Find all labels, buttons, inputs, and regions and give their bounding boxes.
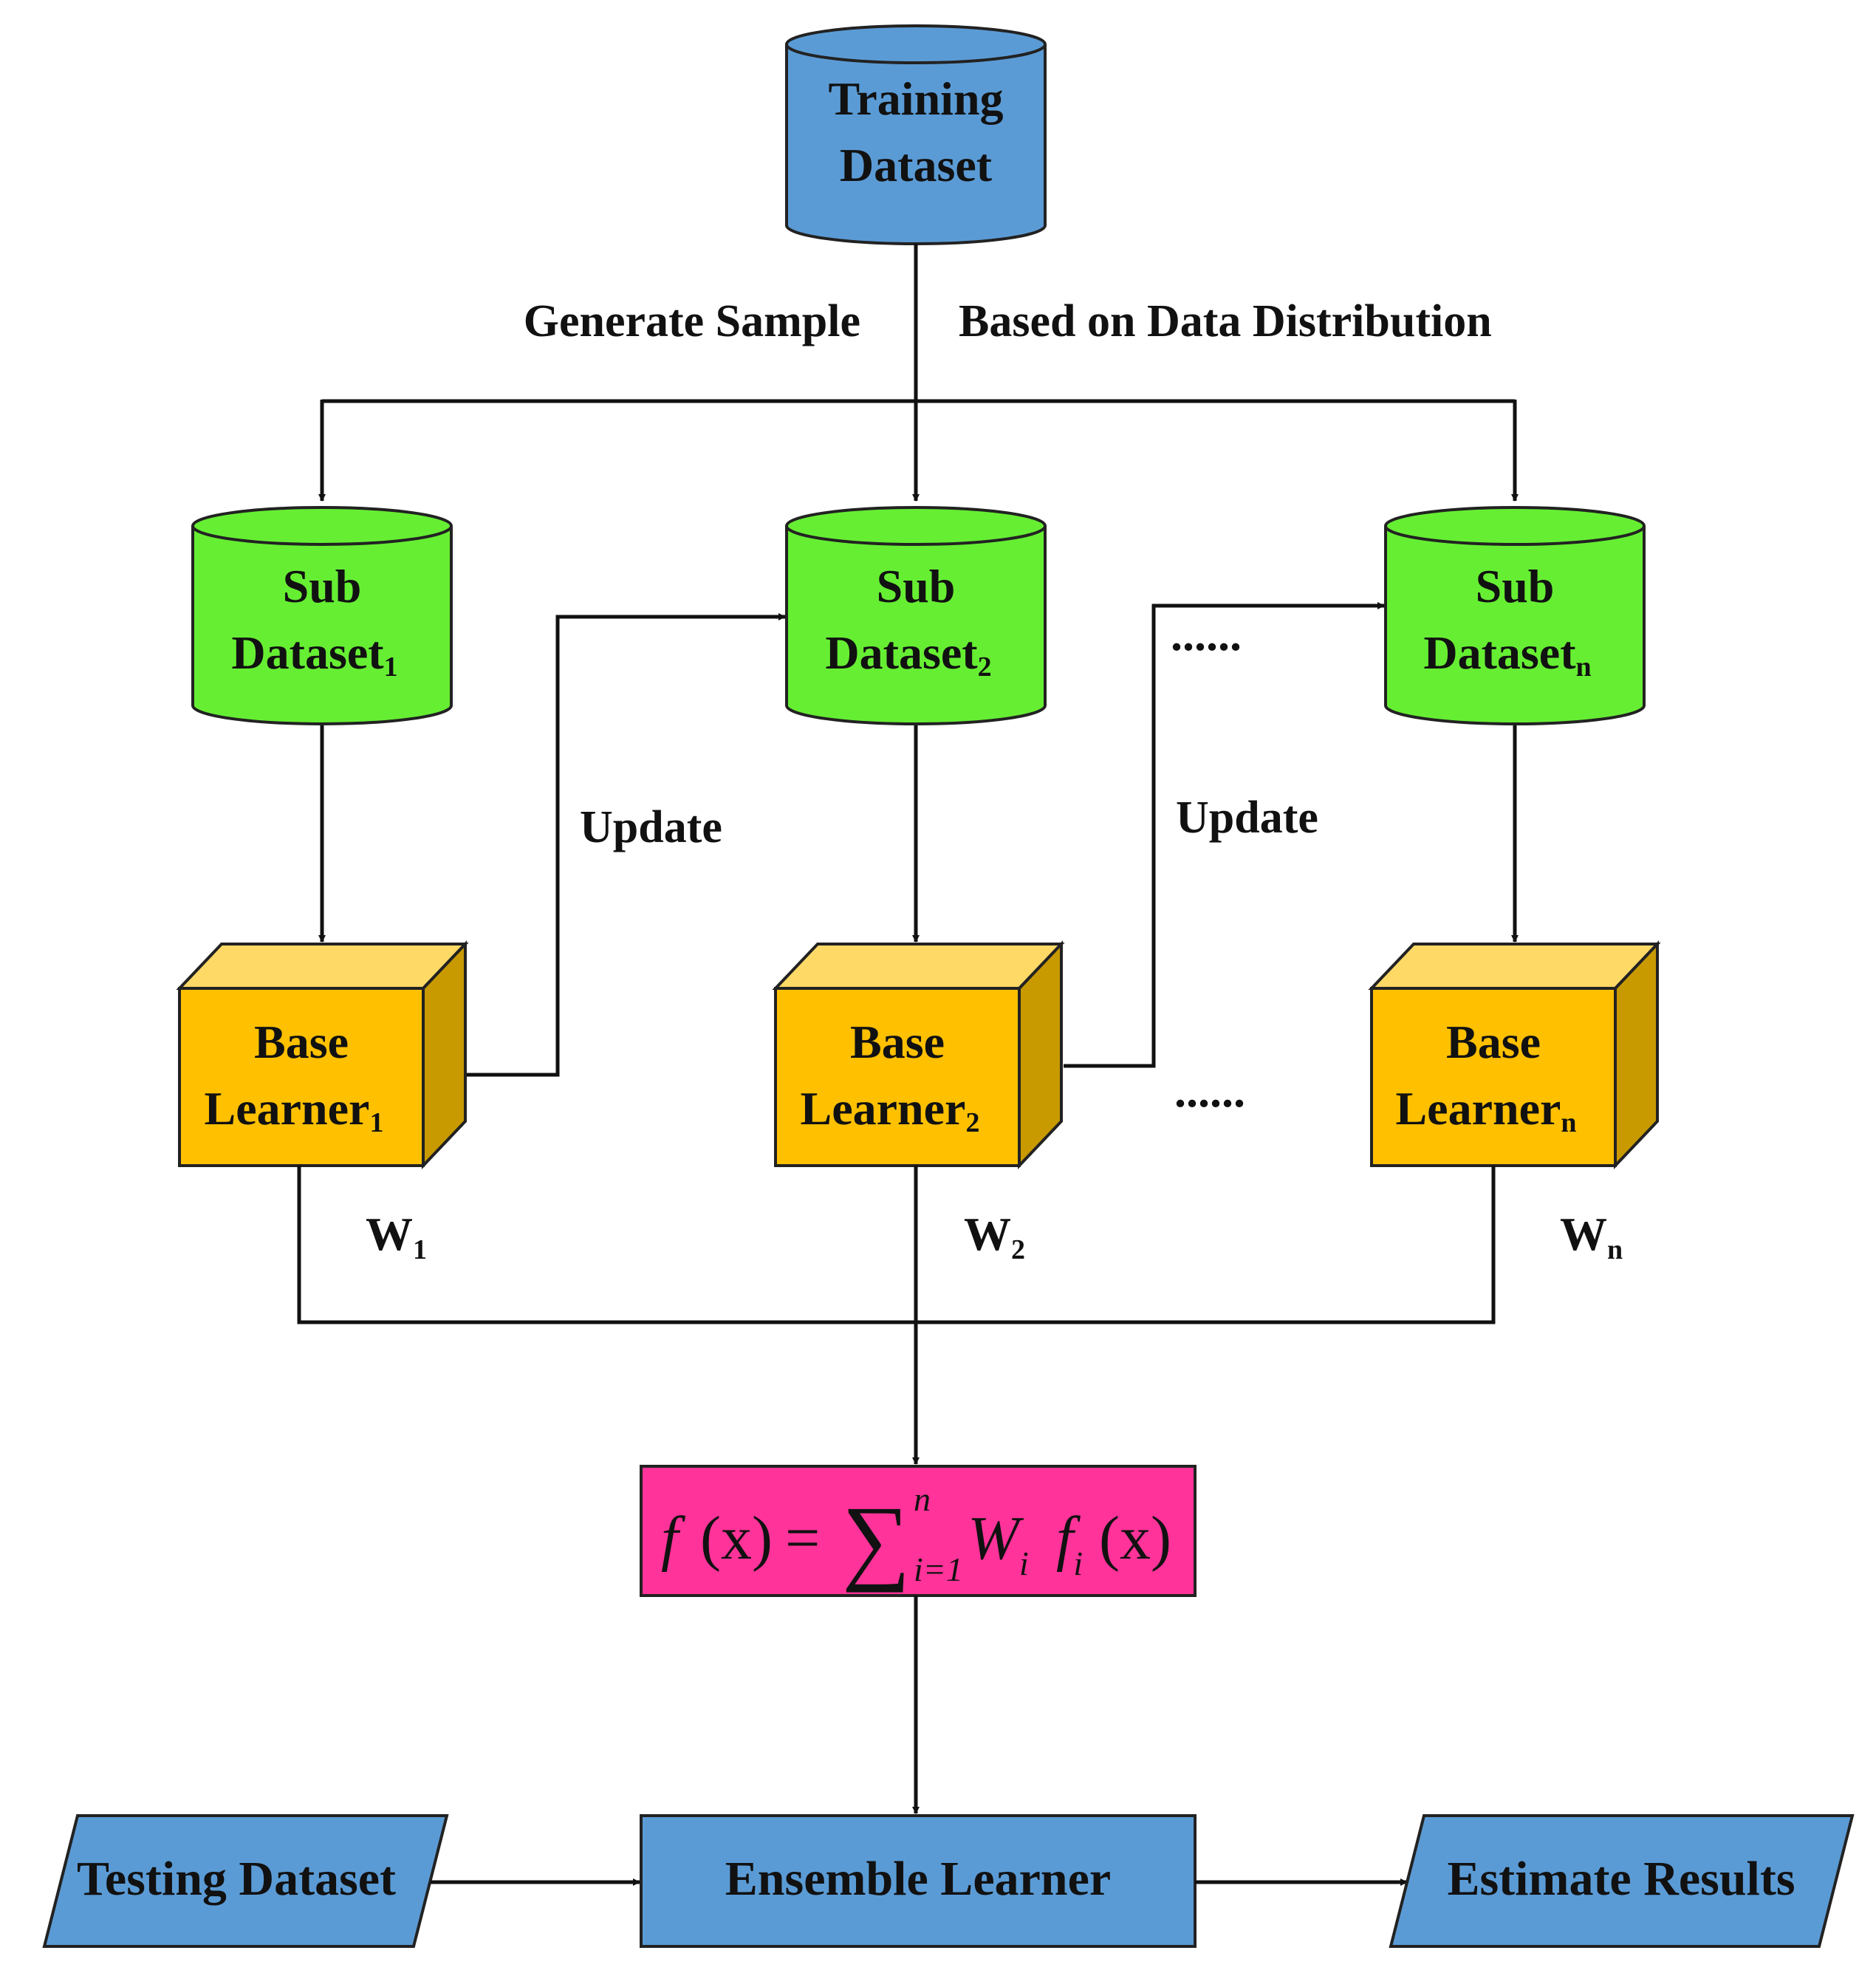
subn-line2: Datasetn	[1423, 626, 1591, 683]
ensemble-learner-label: Ensemble Learner	[725, 1852, 1111, 1906]
update-label-2: Update	[1176, 793, 1318, 843]
sub1-line2: Dataset1	[231, 626, 397, 683]
weight-2: W2	[964, 1208, 1025, 1265]
base-learner-n: Base Learnern	[1368, 940, 1661, 1170]
aggregation-connectors	[297, 1166, 1496, 1465]
learner2-line2: Learner2	[801, 1082, 980, 1138]
estimate-results-node: Estimate Results	[1389, 1814, 1855, 1948]
ensemble-learner-node: Ensemble Learner	[640, 1814, 1197, 1948]
formula-sigma: ∑	[842, 1487, 911, 1593]
training-cylinder-top	[785, 24, 1047, 64]
learnern-line1: Base	[1446, 1016, 1541, 1068]
training-label-line1: Training	[828, 72, 1003, 125]
base-learner-2: Base Learner2	[772, 940, 1065, 1170]
learner1-line2: Learner1	[205, 1082, 384, 1138]
data-distribution-label: Based on Data Distribution	[959, 296, 1492, 346]
training-dataset-node: Training Dataset	[785, 24, 1047, 245]
formula-box: f (x) = ∑ n i=1 Wi fi (x)	[640, 1465, 1197, 1597]
sub-dataset-1: Sub Dataset1	[191, 506, 453, 725]
weight-1: W1	[366, 1208, 427, 1265]
ellipsis-learners: ......	[1174, 1064, 1245, 1117]
testing-dataset-label: Testing Dataset	[77, 1852, 396, 1906]
formula-lhs-arg: (x)	[700, 1504, 773, 1573]
update-connectors	[465, 602, 1385, 1077]
ellipsis-datasets: ......	[1171, 608, 1242, 660]
testing-dataset-node: Testing Dataset	[42, 1814, 449, 1948]
weight-n: Wn	[1560, 1208, 1623, 1265]
sub2-line2: Dataset2	[825, 626, 991, 683]
formula-lower-limit: i=1	[914, 1550, 963, 1588]
generate-sample-label: Generate Sample	[524, 296, 860, 346]
sub-dataset-2: Sub Dataset2	[785, 506, 1047, 725]
estimate-results-label: Estimate Results	[1447, 1852, 1795, 1906]
formula-upper-limit: n	[914, 1480, 931, 1518]
update-label-1: Update	[580, 802, 722, 852]
subn-line1: Sub	[1476, 560, 1555, 612]
update-arrow-1	[465, 613, 786, 1077]
distribution-connectors	[318, 244, 1519, 502]
learner1-line1: Base	[254, 1016, 349, 1068]
learner2-line1: Base	[850, 1016, 945, 1068]
sub-dataset-n: Sub Datasetn	[1384, 506, 1646, 725]
base-learner-1: Base Learner1	[176, 940, 469, 1170]
training-label-line2: Dataset	[840, 139, 993, 191]
sub1-line1: Sub	[283, 560, 362, 612]
formula-rhs-arg: (x)	[1099, 1504, 1171, 1573]
update-arrow-2	[1064, 602, 1385, 1068]
formula-equals: =	[785, 1504, 820, 1573]
learnern-line2: Learnern	[1395, 1082, 1576, 1138]
sub2-line1: Sub	[877, 560, 956, 612]
train-arrows	[318, 725, 1519, 943]
formula-weight: Wi	[968, 1504, 1029, 1582]
